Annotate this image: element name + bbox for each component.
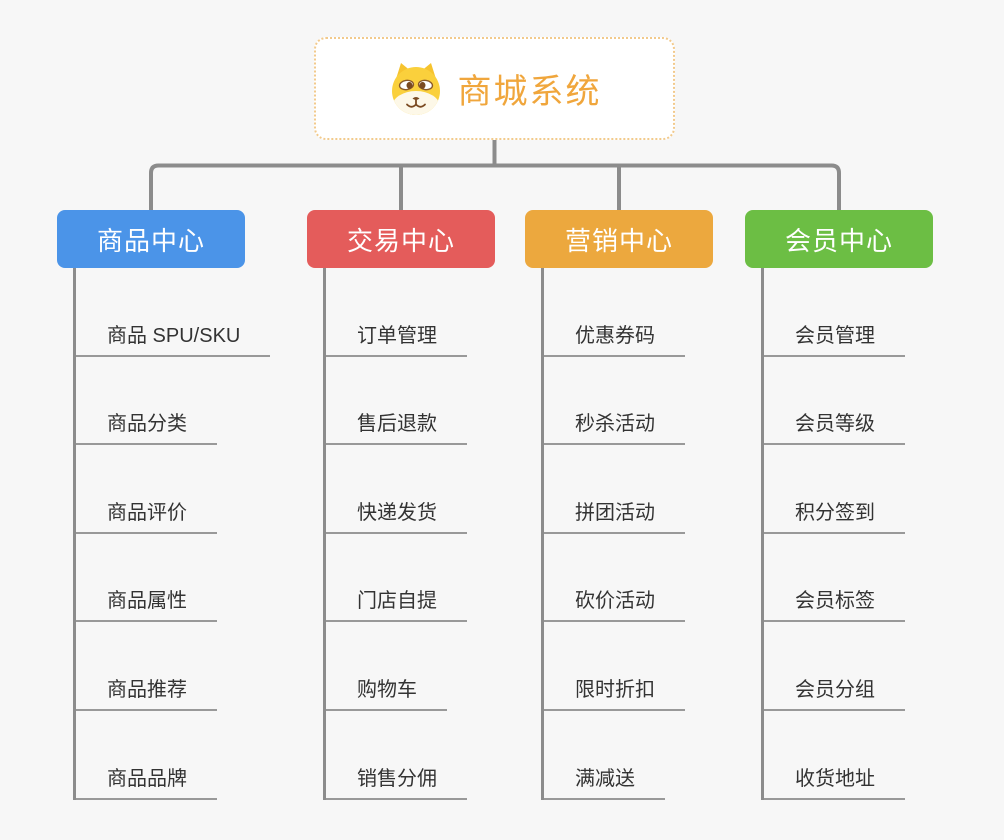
leaf-node[interactable]: 销售分佣: [326, 711, 495, 800]
leaf-node[interactable]: 积分签到: [764, 445, 933, 534]
branch-label: 商品中心: [96, 225, 205, 256]
leaf-label: 商品推荐: [76, 673, 217, 711]
leaf-node[interactable]: 商品评价: [76, 445, 245, 534]
leaf-list-marketing-center: 优惠券码 秒杀活动 拼团活动 砍价活动 限时折扣 满减送: [541, 268, 713, 800]
leaf-label: 秒杀活动: [544, 407, 685, 446]
leaf-node[interactable]: 订单管理: [326, 268, 495, 357]
leaf-label: 拼团活动: [544, 496, 685, 534]
leaf-label: 门店自提: [326, 584, 467, 623]
leaf-node[interactable]: 会员标签: [764, 534, 933, 623]
leaf-node[interactable]: 商品推荐: [76, 622, 245, 711]
root-node-title: 商城系统: [457, 73, 602, 111]
leaf-node[interactable]: 快递发货: [326, 445, 495, 534]
leaf-node[interactable]: 会员等级: [764, 357, 933, 446]
leaf-node[interactable]: 商品分类: [76, 357, 245, 446]
leaf-node[interactable]: 满减送: [544, 711, 713, 800]
leaf-label: 收货地址: [764, 762, 905, 800]
branch-header-marketing-center[interactable]: 营销中心: [525, 210, 713, 268]
branch-trade-center: 交易中心 订单管理 售后退款 快递发货 门店自提 购物车 销售分佣: [307, 210, 495, 800]
leaf-label: 砍价活动: [544, 584, 685, 623]
leaf-list-product-center: 商品 SPU/SKU 商品分类 商品评价 商品属性 商品推荐 商品品牌: [73, 268, 271, 800]
leaf-node[interactable]: 商品属性: [76, 534, 245, 623]
leaf-node[interactable]: 拼团活动: [544, 445, 713, 534]
leaf-label: 购物车: [326, 673, 447, 711]
leaf-node[interactable]: 收货地址: [764, 711, 933, 800]
leaf-label: 优惠券码: [544, 319, 685, 357]
leaf-label: 商品 SPU/SKU: [76, 319, 271, 357]
leaf-list-trade-center: 订单管理 售后退款 快递发货 门店自提 购物车 销售分佣: [323, 268, 495, 800]
leaf-label: 商品评价: [76, 496, 217, 534]
leaf-label: 会员标签: [764, 584, 905, 623]
branch-marketing-center: 营销中心 优惠券码 秒杀活动 拼团活动 砍价活动 限时折扣 满减送: [525, 210, 713, 800]
leaf-node[interactable]: 会员分组: [764, 622, 933, 711]
leaf-label: 快递发货: [326, 496, 467, 534]
branch-label: 营销中心: [564, 225, 673, 256]
leaf-label: 会员等级: [764, 407, 905, 446]
branch-label: 会员中心: [784, 225, 893, 256]
leaf-label: 销售分佣: [326, 762, 467, 800]
leaf-label: 售后退款: [326, 407, 467, 446]
branch-header-product-center[interactable]: 商品中心: [57, 210, 245, 268]
branch-label: 交易中心: [346, 225, 455, 256]
branch-header-trade-center[interactable]: 交易中心: [307, 210, 495, 268]
branch-product-center: 商品中心 商品 SPU/SKU 商品分类 商品评价 商品属性 商品推荐 商品品牌: [57, 210, 271, 800]
leaf-label: 商品分类: [76, 407, 217, 446]
branch-header-member-center[interactable]: 会员中心: [745, 210, 933, 268]
leaf-node[interactable]: 购物车: [326, 622, 495, 711]
root-node-mall-system[interactable]: 商城系统: [314, 37, 675, 140]
leaf-node[interactable]: 砍价活动: [544, 534, 713, 623]
leaf-node[interactable]: 商品品牌: [76, 711, 245, 800]
leaf-node[interactable]: 秒杀活动: [544, 357, 713, 446]
leaf-node[interactable]: 限时折扣: [544, 622, 713, 711]
leaf-node[interactable]: 商品 SPU/SKU: [76, 268, 271, 357]
branch-member-center: 会员中心 会员管理 会员等级 积分签到 会员标签 会员分组 收货地址: [745, 210, 933, 800]
leaf-node[interactable]: 会员管理: [764, 268, 933, 357]
leaf-label: 满减送: [544, 762, 665, 800]
leaf-label: 会员分组: [764, 673, 905, 711]
leaf-label: 订单管理: [326, 319, 467, 357]
leaf-label: 会员管理: [764, 319, 905, 357]
leaf-node[interactable]: 售后退款: [326, 357, 495, 446]
leaf-node[interactable]: 优惠券码: [544, 268, 713, 357]
dog-face-icon: [391, 62, 440, 115]
leaf-label: 积分签到: [764, 496, 905, 534]
leaf-list-member-center: 会员管理 会员等级 积分签到 会员标签 会员分组 收货地址: [761, 268, 933, 800]
leaf-node[interactable]: 门店自提: [326, 534, 495, 623]
leaf-label: 商品品牌: [76, 762, 217, 800]
leaf-label: 限时折扣: [544, 673, 685, 711]
leaf-label: 商品属性: [76, 584, 217, 623]
